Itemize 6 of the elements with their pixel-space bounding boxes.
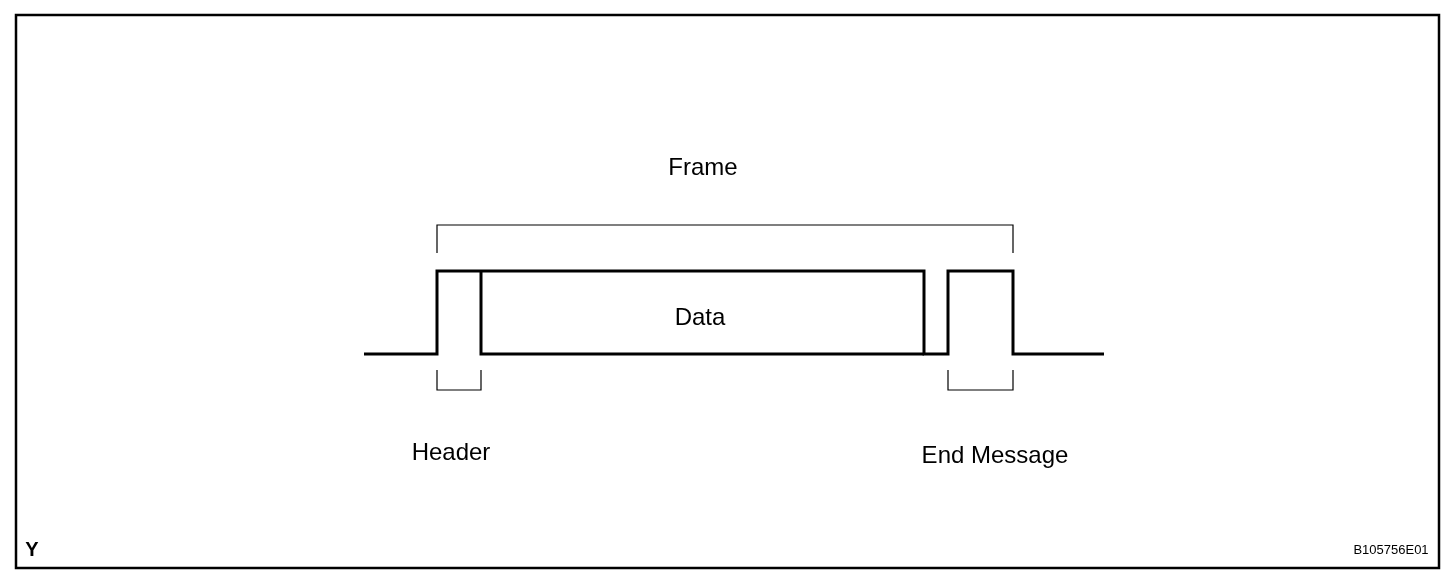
bracket-label: Header (411, 438, 491, 466)
bracket-label: Frame (668, 153, 738, 181)
figure-code: B105756E01 (1353, 541, 1429, 557)
bracket-label: End Message (921, 441, 1069, 469)
section-label: Data (674, 303, 726, 331)
corner-letter: Y (25, 537, 39, 561)
